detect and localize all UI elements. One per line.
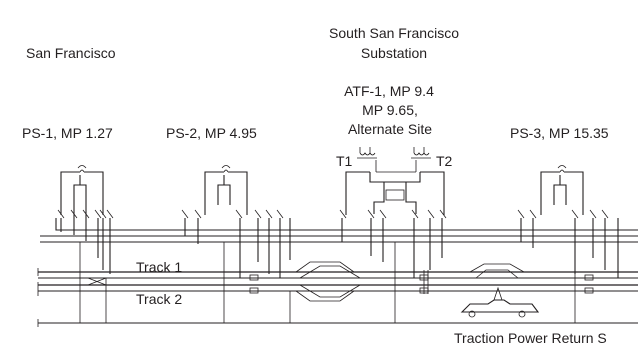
impedance-bonds xyxy=(249,270,594,294)
label-ps3: PS-3, MP 15.35 xyxy=(510,125,609,141)
label-substation-line1: South San Francisco xyxy=(329,25,459,41)
feeder-buses xyxy=(40,235,638,243)
ps2-station xyxy=(181,165,291,278)
train-icon xyxy=(460,286,540,318)
tracks xyxy=(37,268,638,327)
ps1-station xyxy=(55,165,638,274)
label-ps2: PS-2, MP 4.95 xyxy=(166,125,257,141)
substation-switchgear xyxy=(339,171,447,278)
label-track2: Track 2 xyxy=(136,291,182,307)
return-connections xyxy=(79,242,576,323)
label-t1: T1 xyxy=(336,153,353,169)
substation-transformers xyxy=(357,147,431,173)
label-atf-line3: Alternate Site xyxy=(348,121,432,137)
label-t2: T2 xyxy=(436,153,453,169)
crossovers xyxy=(87,261,525,302)
label-track1: Track 1 xyxy=(136,259,182,275)
ps3-station xyxy=(517,165,619,278)
label-ps1: PS-1, MP 1.27 xyxy=(22,125,113,141)
label-san-francisco: San Francisco xyxy=(26,45,116,61)
label-substation-line2: Substation xyxy=(361,45,427,61)
label-atf-line1: ATF-1, MP 9.4 xyxy=(344,83,434,99)
label-return: Traction Power Return S xyxy=(454,330,607,346)
label-atf-line2: MP 9.65, xyxy=(362,102,418,118)
